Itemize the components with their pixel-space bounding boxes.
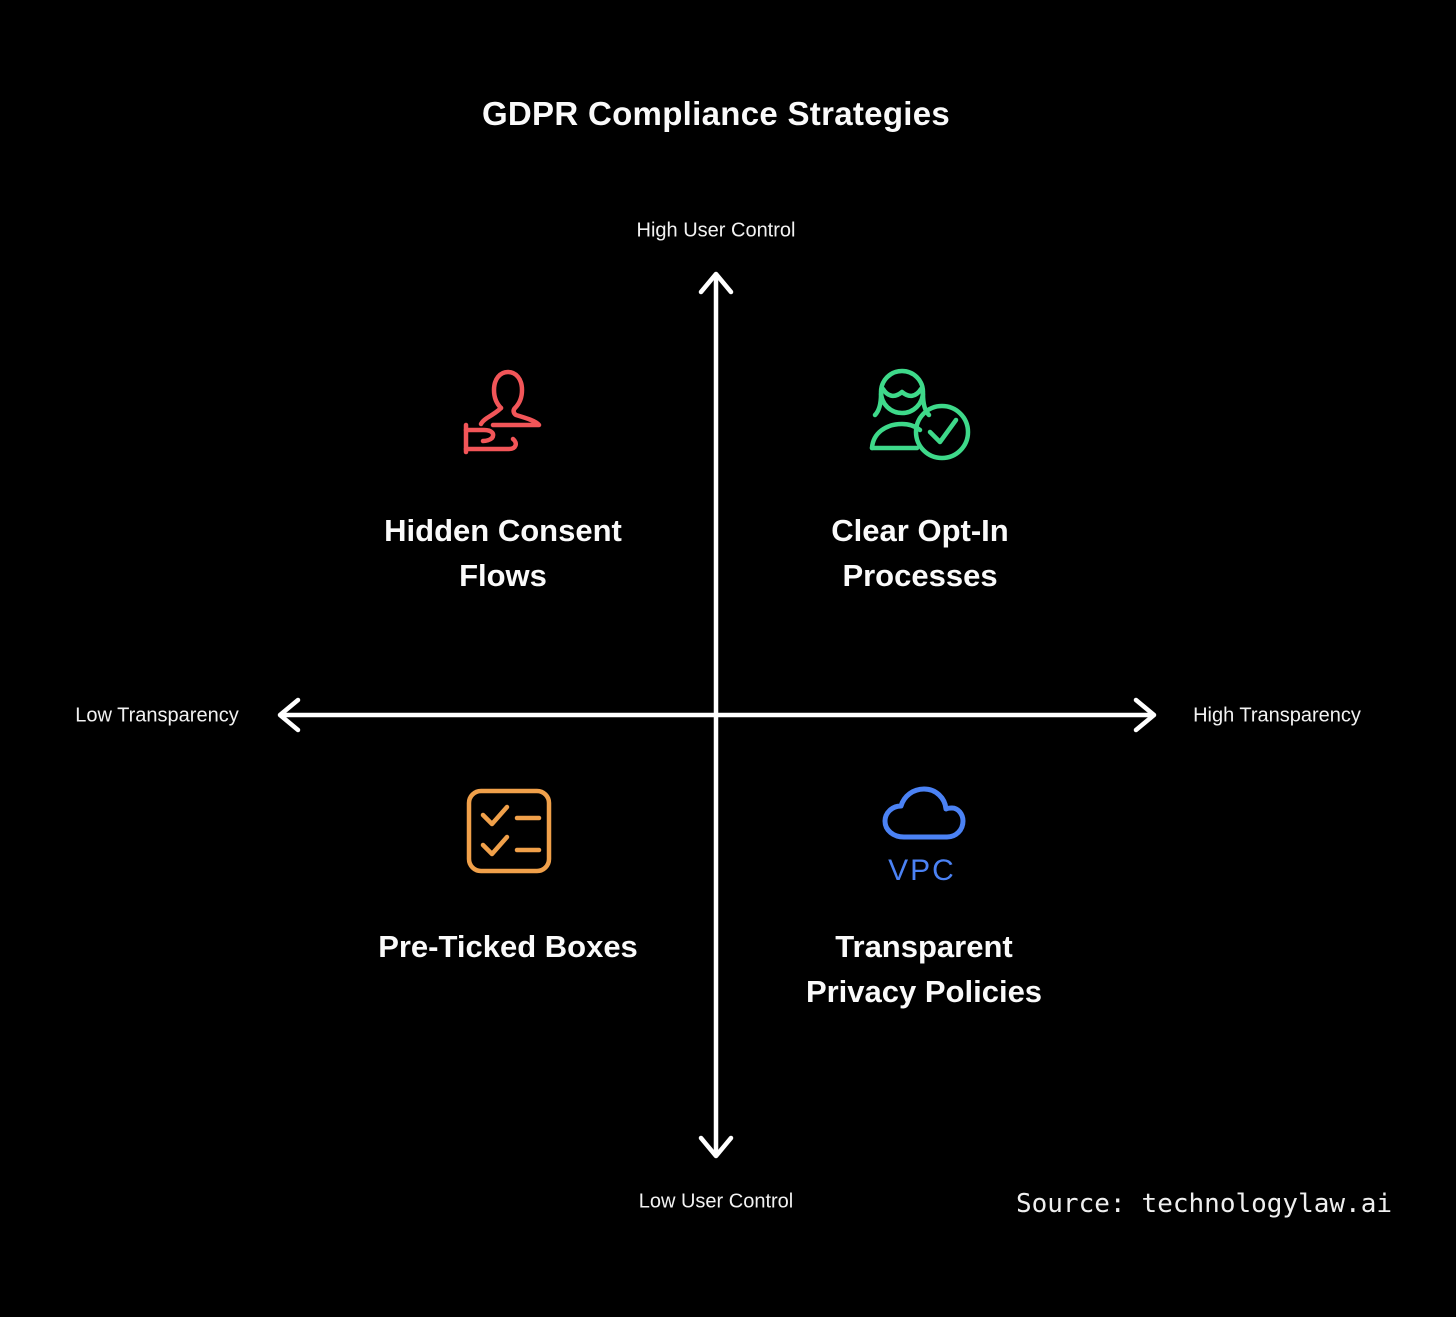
quadrant-label-bottom-right: Transparent Privacy Policies xyxy=(806,924,1042,1014)
source-prefix: Source: xyxy=(1015,1189,1126,1219)
label-line: Clear Opt-In xyxy=(831,513,1009,548)
axis-label-top: High User Control xyxy=(636,219,796,242)
user-check-icon xyxy=(869,368,971,461)
page-title: GDPR Compliance Strategies xyxy=(481,95,951,132)
label-line: Hidden Consent xyxy=(384,513,622,548)
label-line: Processes xyxy=(842,558,998,593)
arrowhead-right-icon xyxy=(1133,697,1157,733)
source-attribution: Source: technologylaw.ai xyxy=(1016,1189,1392,1219)
hand-user-icon xyxy=(463,369,542,455)
label-line: Transparent xyxy=(835,929,1013,964)
label-line: Pre-Ticked Boxes xyxy=(378,929,638,964)
source-value: technologylaw.ai xyxy=(1141,1189,1392,1219)
vpc-label: VPC xyxy=(888,854,956,887)
checklist-icon xyxy=(466,788,552,874)
label-line: Privacy Policies xyxy=(805,974,1043,1009)
axis-label-bottom: Low User Control xyxy=(638,1190,794,1213)
axis-label-right: High Transparency xyxy=(1193,704,1361,727)
arrowhead-down-icon xyxy=(698,1135,734,1159)
quadrant-label-bottom-left: Pre-Ticked Boxes xyxy=(378,924,638,969)
arrowhead-up-icon xyxy=(698,271,734,295)
quadrant-label-top-right: Clear Opt-In Processes xyxy=(831,508,1008,598)
label-line: Flows xyxy=(459,558,547,593)
cloud-vpc-icon: VPC xyxy=(882,786,966,887)
axis-label-left: Low Transparency xyxy=(75,704,239,727)
arrowhead-left-icon xyxy=(277,697,301,733)
quadrant-label-top-left: Hidden Consent Flows xyxy=(384,508,622,598)
